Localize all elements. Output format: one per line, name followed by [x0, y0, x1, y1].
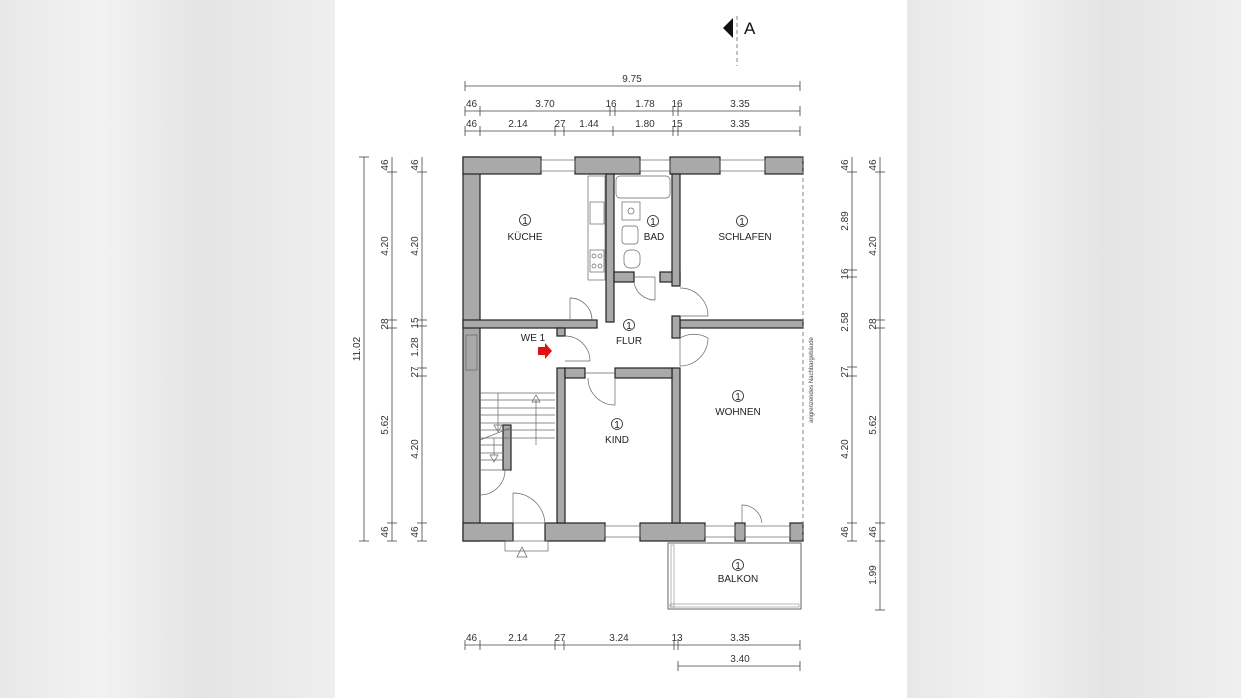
left-dimensions: 11.02 46 4.20 28 5.62 46 46 4.20 15 1.28…	[352, 156, 427, 542]
walls	[462, 156, 804, 542]
room-number: 1	[614, 420, 620, 431]
room-name: KÜCHE	[507, 231, 542, 243]
staircase	[479, 392, 555, 463]
dim-label: 27	[554, 119, 566, 130]
dim-label: 46	[868, 159, 879, 171]
fixtures	[587, 175, 671, 281]
room-name: KIND	[605, 435, 629, 446]
dim-label: 3.35	[730, 633, 750, 644]
dim-label: 2.58	[840, 312, 851, 332]
dim-label: 28	[868, 318, 879, 330]
room-number: 1	[735, 561, 741, 572]
section-label: A	[744, 19, 756, 38]
washbasin-icon	[621, 225, 639, 245]
dim-label: 15	[671, 119, 683, 130]
room-number: 1	[650, 217, 656, 228]
dim-label: 4.20	[868, 236, 879, 256]
toilet-icon	[623, 249, 641, 269]
dim-label: 3.24	[609, 633, 629, 644]
dim-label: 46	[410, 159, 421, 171]
room-name: BALKON	[718, 574, 759, 585]
section-marker: A	[723, 16, 756, 66]
entry-arrow-icon	[538, 343, 552, 359]
dim-label: 3.40	[730, 654, 750, 665]
dim-label: 5.62	[868, 415, 879, 435]
dim-label: 1.78	[635, 99, 655, 110]
stove-icon	[589, 249, 605, 273]
bathtub-icon	[615, 175, 671, 199]
dim-label: 28	[380, 318, 391, 330]
dim-label: 46	[840, 159, 851, 171]
dim-label: 46	[380, 159, 391, 171]
dim-label: 4.20	[380, 236, 391, 256]
dim-label: 46	[466, 633, 478, 644]
dim-label: 3.35	[730, 99, 750, 110]
dim-label: 13	[671, 633, 683, 644]
dim-label: 2.89	[840, 211, 851, 231]
dim-label: 1.44	[579, 119, 599, 130]
dim-label: 46	[466, 119, 478, 130]
dim-label: 15	[410, 317, 421, 329]
top-dimensions: 9.75 46 3.70 16 1.78 16 3.35 46 2.14 27 …	[464, 74, 801, 136]
dim-label: 4.20	[410, 236, 421, 256]
dim-label: 16	[671, 99, 683, 110]
dim-label: 5.62	[380, 415, 391, 435]
dim-label: 4.20	[840, 439, 851, 459]
floor-plan-sheet	[335, 0, 907, 698]
room-name: BAD	[644, 232, 665, 243]
room-number: 1	[739, 217, 745, 228]
dim-label: 27	[554, 633, 566, 644]
balcony	[667, 542, 802, 610]
dim-label: 46	[868, 526, 879, 538]
dim-label: 1.80	[635, 119, 655, 130]
kitchen-counter	[587, 175, 606, 281]
dim-label: 4.20	[410, 439, 421, 459]
dim-label: 27	[410, 366, 421, 378]
right-dimensions: 46 2.89 16 2.58 27 4.20 46 46 4.20 28 5.…	[840, 157, 885, 611]
unit-label: WE 1	[521, 333, 546, 344]
dim-label: 2.14	[508, 119, 528, 130]
dim-label: 46	[410, 526, 421, 538]
dim-label: 46	[466, 99, 478, 110]
dim-label: 1.99	[868, 565, 879, 585]
entrance-marker-icon	[516, 546, 528, 558]
doors	[479, 276, 763, 558]
dim-label: 27	[840, 366, 851, 378]
room-number: 1	[626, 321, 632, 332]
dim-label: 3.35	[730, 119, 750, 130]
section-arrow-icon	[723, 18, 733, 38]
dim-label: 16	[840, 268, 851, 280]
dim-label: 3.70	[535, 99, 555, 110]
bottom-dimensions: 46 2.14 27 3.24 13 3.35 3.40	[464, 633, 801, 671]
dim-label: 2.14	[508, 633, 528, 644]
room-number: 1	[522, 216, 528, 227]
dim-label: 46	[380, 526, 391, 538]
room-name: WOHNEN	[715, 407, 761, 418]
room-name: SCHLAFEN	[718, 232, 771, 243]
dim-label: 1.28	[410, 337, 421, 357]
room-name: FLUR	[616, 336, 642, 347]
background-right	[907, 0, 1241, 698]
dim-left-total: 11.02	[352, 336, 363, 361]
sink-icon	[589, 201, 605, 225]
dim-top-total: 9.75	[622, 74, 642, 85]
background-left	[0, 0, 335, 698]
windows	[465, 159, 791, 538]
neighbor-building-note: angrenzendes Nachbargebäude	[809, 336, 815, 422]
room-number: 1	[735, 392, 741, 403]
dim-label: 46	[840, 526, 851, 538]
shower-icon	[621, 201, 641, 221]
dim-label: 16	[605, 99, 617, 110]
